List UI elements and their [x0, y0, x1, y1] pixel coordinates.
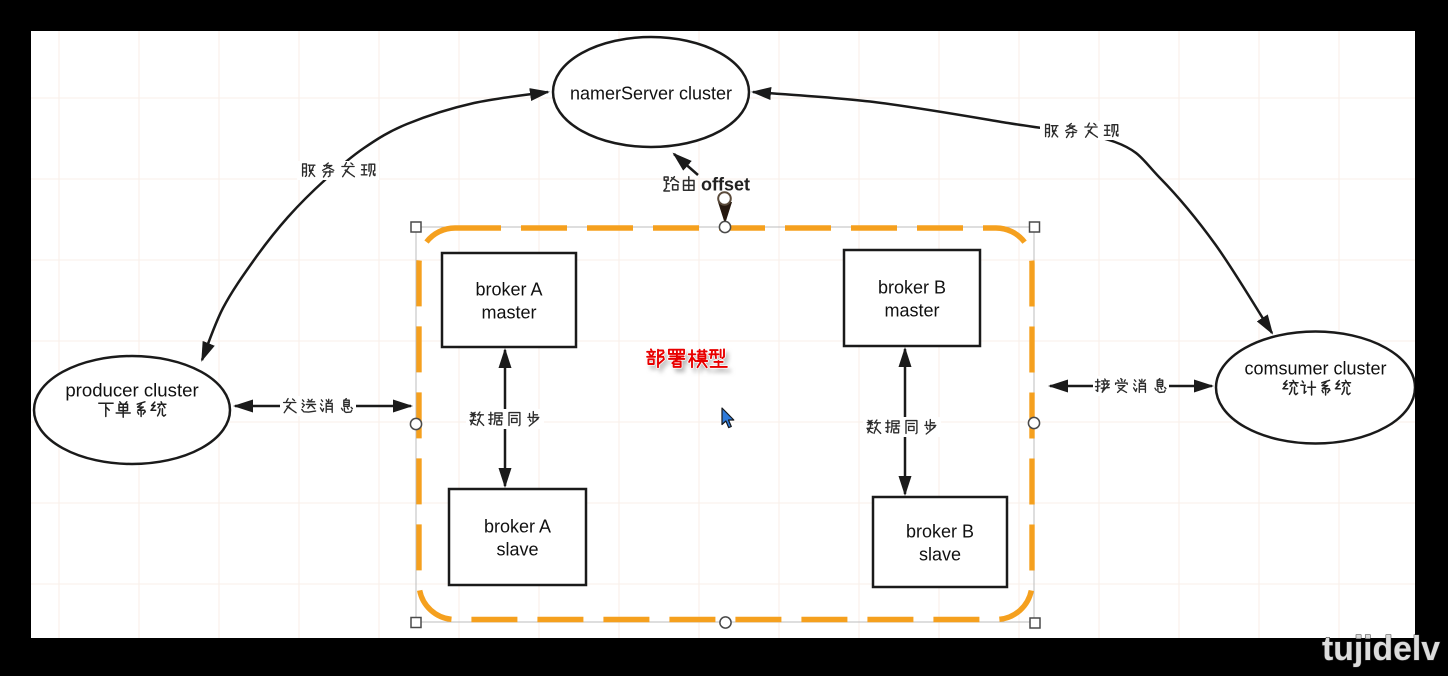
svg-text:broker B: broker B [906, 522, 974, 542]
svg-text:producer cluster: producer cluster [65, 380, 198, 401]
svg-text:comsumer cluster: comsumer cluster [1244, 359, 1386, 379]
svg-text:master: master [481, 303, 536, 323]
svg-text:slave: slave [919, 545, 961, 565]
svg-text:broker A: broker A [484, 517, 551, 537]
svg-text:namerServer cluster: namerServer cluster [570, 84, 732, 104]
svg-text:broker B: broker B [878, 278, 946, 298]
svg-text:offset: offset [701, 175, 750, 195]
svg-text:slave: slave [496, 540, 538, 560]
svg-text:broker A: broker A [475, 280, 542, 300]
svg-text:master: master [884, 301, 939, 321]
svg-text:tujidelv: tujidelv [1322, 630, 1440, 668]
